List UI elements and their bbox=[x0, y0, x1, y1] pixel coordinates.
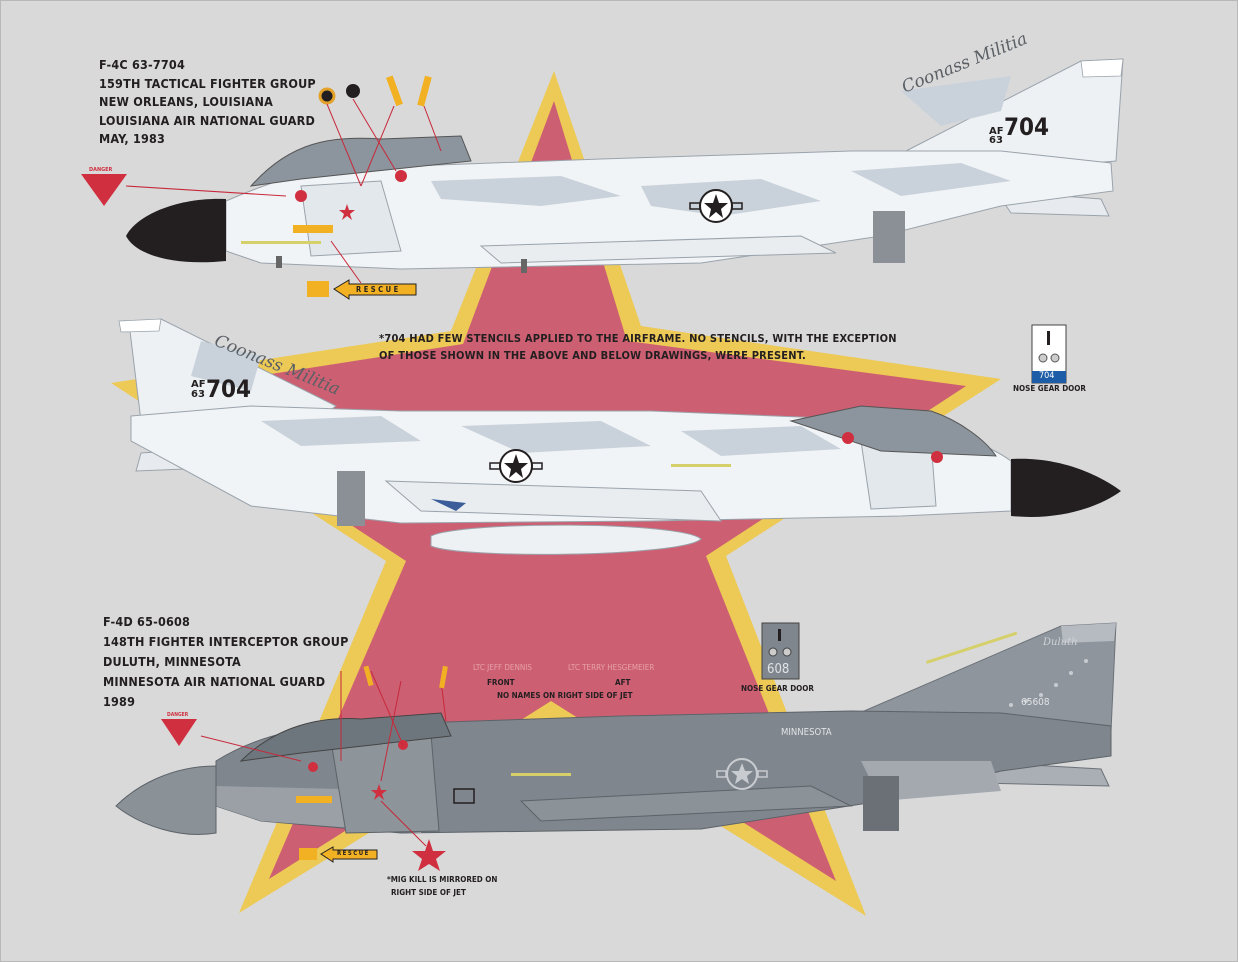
aircraft-profile-f4c-left: AF 63 bbox=[81, 58, 1124, 300]
aircraft-2-tail-number: 704 bbox=[206, 375, 252, 403]
aircraft-3-nose-gear-door-number: 608 bbox=[767, 662, 790, 677]
stencil-note-line-1: *704 HAD FEW STENCILS APPLIED TO THE AIR… bbox=[379, 332, 897, 345]
stencil-note-line-2: OF THOSE SHOWN IN THE ABOVE AND BELOW DR… bbox=[379, 349, 806, 362]
aircraft-1-tail-number: 704 bbox=[1004, 113, 1050, 141]
aircraft-3-nose-gear-door-label: NOSE GEAR DOOR bbox=[741, 684, 814, 693]
aircraft-1-unit: 159TH TACTICAL FIGHTER GROUP bbox=[99, 75, 316, 91]
crew-name-front: LTC JEFF DENNIS bbox=[473, 663, 532, 672]
aircraft-3-unit: 148TH FIGHTER INTERCEPTOR GROUP bbox=[103, 634, 349, 649]
aircraft-1-caption: F-4C 63-7704 159TH TACTICAL FIGHTER GROU… bbox=[99, 56, 316, 149]
aircraft-3-fuselage-text: MINNESOTA bbox=[781, 727, 832, 738]
aircraft-3-designation: F-4D 65-0608 bbox=[103, 614, 191, 629]
crew-names-note: NO NAMES ON RIGHT SIDE OF JET bbox=[497, 691, 633, 700]
crew-position-aft: AFT bbox=[615, 678, 631, 687]
svg-text:AF: AF bbox=[989, 126, 1004, 137]
mig-kill-note-line-2: RIGHT SIDE OF JET bbox=[391, 888, 466, 897]
aircraft-3-caption: F-4D 65-0608 148TH FIGHTER INTERCEPTOR G… bbox=[103, 612, 349, 712]
aircraft-profile-f4c-right: AF 63 bbox=[118, 318, 1121, 555]
aircraft-3-location: DULUTH, MINNESOTA bbox=[103, 654, 241, 669]
mig-kill-note-line-1: *MIG KILL IS MIRRORED ON bbox=[387, 875, 498, 884]
stencil-note: *704 HAD FEW STENCILS APPLIED TO THE AIR… bbox=[379, 330, 897, 364]
aircraft-1-guard: LOUISIANA AIR NATIONAL GUARD bbox=[99, 112, 316, 128]
mig-kill-note: *MIG KILL IS MIRRORED ON RIGHT SIDE OF J… bbox=[387, 873, 497, 899]
aircraft-2-nose-gear-door-number: 704 bbox=[1039, 371, 1055, 381]
crew-position-front: FRONT bbox=[487, 678, 515, 687]
aircraft-2-nose-gear-door-label: NOSE GEAR DOOR bbox=[1013, 384, 1086, 393]
aircraft-3-tail-art: Duluth bbox=[1043, 637, 1078, 648]
aircraft-1-rescue-stencil: RESCUE bbox=[356, 285, 401, 294]
aircraft-1-designation: F-4C 63-7704 bbox=[99, 57, 185, 72]
aircraft-3-rescue-stencil: RESCUE bbox=[337, 850, 370, 857]
aircraft-1-date: MAY, 1983 bbox=[99, 131, 166, 146]
aircraft-1-danger-stencil: DANGER bbox=[89, 167, 113, 173]
aircraft-1-location: NEW ORLEANS, LOUISIANA bbox=[99, 94, 273, 109]
aircraft-profile-f4d bbox=[115, 622, 1117, 871]
aircraft-3-danger-stencil: DANGER bbox=[167, 712, 189, 718]
crew-name-aft: LTC TERRY HESGEMEIER bbox=[568, 663, 655, 672]
svg-text:63: 63 bbox=[989, 135, 1003, 146]
svg-text:AF: AF bbox=[191, 379, 206, 390]
svg-text:63: 63 bbox=[191, 389, 205, 400]
aircraft-3-date: 1989 bbox=[103, 694, 136, 709]
aircraft-3-guard: MINNESOTA AIR NATIONAL GUARD bbox=[103, 674, 326, 689]
aircraft-3-tail-number: 65608 bbox=[1021, 697, 1050, 708]
